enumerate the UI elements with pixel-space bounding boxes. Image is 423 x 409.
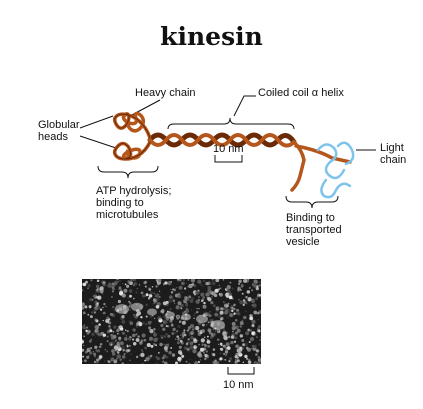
vesicle-bracket <box>285 195 339 209</box>
kinesin-heavy-chain <box>147 132 352 192</box>
micrograph-texture <box>82 279 261 364</box>
light-chain <box>316 141 355 199</box>
page-title: kinesin <box>160 22 263 51</box>
light-chain-label-line2: chain <box>380 154 406 166</box>
vesicle-label-line1: Binding to <box>286 212 335 224</box>
atp-label-line2: binding to <box>96 197 144 209</box>
globular-heads-leader-2 <box>79 135 117 149</box>
coil-strand-1 <box>147 132 297 148</box>
scale-bar-diagram <box>214 155 243 163</box>
coiled-coil-label: Coiled coil α helix <box>258 87 344 99</box>
scale-micrograph-label: 10 nm <box>223 379 254 391</box>
globular-heads-label-line1: Globular <box>38 119 80 131</box>
tail-strand-2 <box>294 144 352 164</box>
head-upper <box>112 111 152 139</box>
electron-micrograph <box>82 279 261 364</box>
light-chain-label-line1: Light <box>380 142 404 154</box>
globular-heads <box>112 111 152 161</box>
coiled-coil-bracket <box>167 117 295 130</box>
globular-heads-outline <box>114 113 151 160</box>
tail-strand-1 <box>290 140 306 192</box>
globular-heads-leader-1 <box>79 115 114 129</box>
atp-label-line1: ATP hydrolysis; <box>96 185 171 197</box>
atp-label-line3: microtubules <box>96 209 159 221</box>
globular-heads-label-line2: heads <box>38 131 68 143</box>
scale-diagram-label: 10 nm <box>213 143 244 155</box>
scale-bar-micrograph <box>227 367 255 375</box>
vesicle-label-line3: vesicle <box>286 236 320 248</box>
atp-bracket <box>97 165 159 179</box>
vesicle-label-line2: transported <box>286 224 342 236</box>
coiled-coil-leader <box>233 95 256 117</box>
heavy-chain-label: Heavy chain <box>135 87 196 99</box>
coil-strand-2 <box>148 133 296 148</box>
